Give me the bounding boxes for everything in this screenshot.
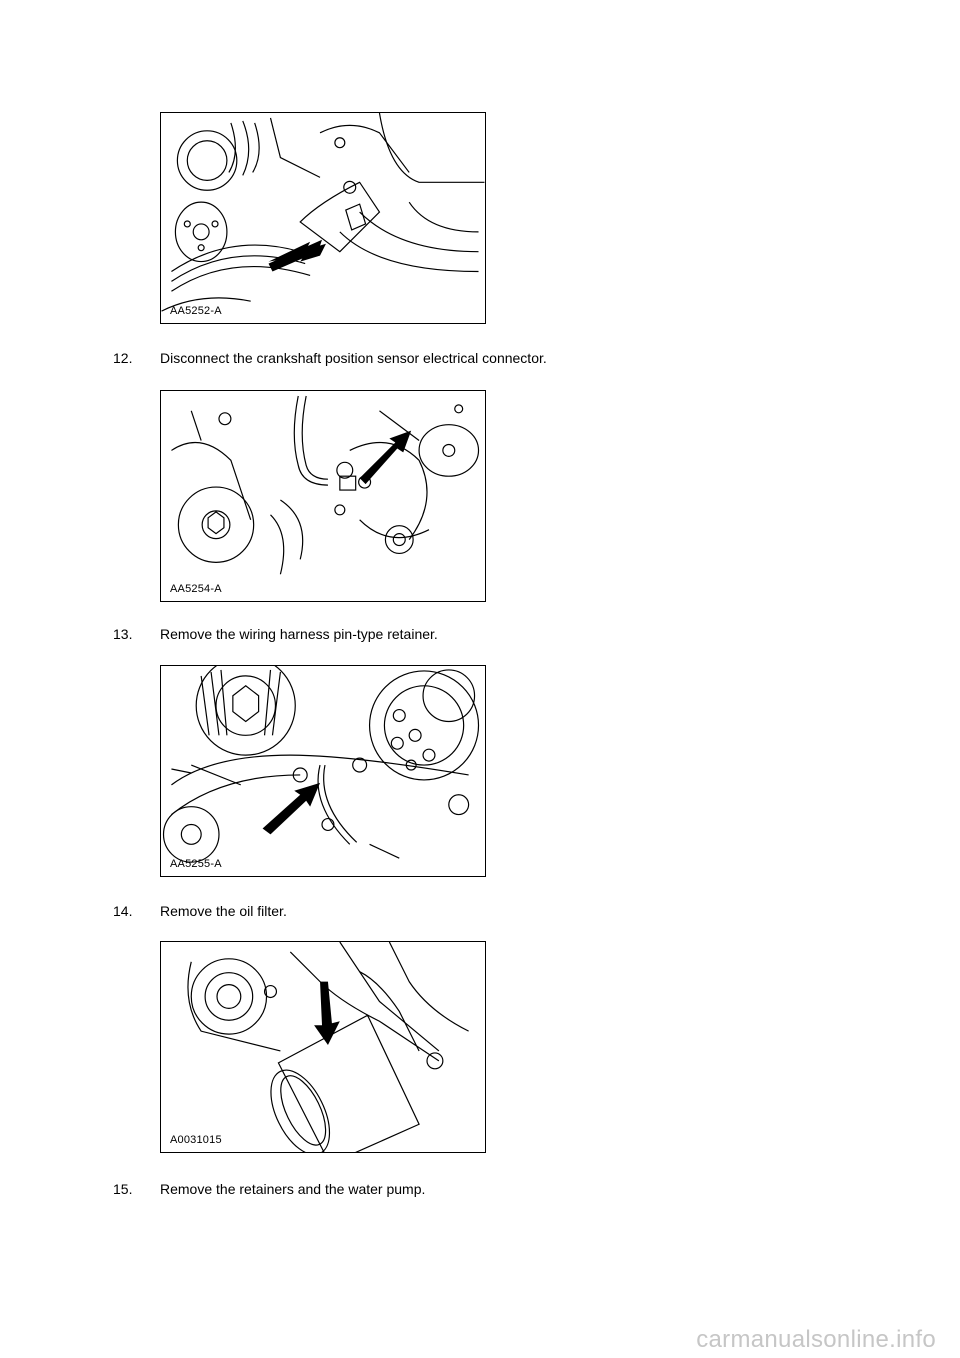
- figure-code: AA5254-A: [170, 583, 222, 595]
- figure-hose-clamp: AA5252-A: [160, 112, 486, 324]
- step-13: 13. Remove the wiring harness pin-type re…: [113, 626, 438, 642]
- step-number: 14.: [113, 903, 133, 919]
- step-text: Remove the retainers and the water pump.: [160, 1181, 426, 1197]
- figure-code: AA5252-A: [170, 305, 222, 317]
- step-number: 12.: [113, 350, 133, 366]
- figure-harness-retainer: AA5255-A: [160, 665, 486, 877]
- step-12: 12. Disconnect the crankshaft position se…: [113, 350, 547, 366]
- ckp-connector-illustration: [171, 395, 480, 575]
- hose-clamp-illustration: [161, 113, 485, 312]
- oil-filter-illustration: [187, 942, 469, 1152]
- figure-ckp-sensor-connector: AA5254-A: [160, 390, 486, 602]
- step-14: 14. Remove the oil filter.: [113, 903, 287, 919]
- figure-code: AA5255-A: [170, 858, 222, 870]
- figure-code: A0031015: [170, 1134, 222, 1146]
- harness-retainer-illustration: [162, 666, 480, 863]
- step-number: 15.: [113, 1181, 133, 1197]
- step-text: Disconnect the crankshaft position senso…: [160, 350, 547, 366]
- step-text: Remove the oil filter.: [160, 903, 287, 919]
- figure-oil-filter: A0031015: [160, 941, 486, 1153]
- step-15: 15. Remove the retainers and the water pu…: [113, 1181, 425, 1197]
- step-text: Remove the wiring harness pin-type retai…: [160, 626, 438, 642]
- watermark: carmanualsonline.info: [696, 1326, 936, 1353]
- step-number: 13.: [113, 626, 133, 642]
